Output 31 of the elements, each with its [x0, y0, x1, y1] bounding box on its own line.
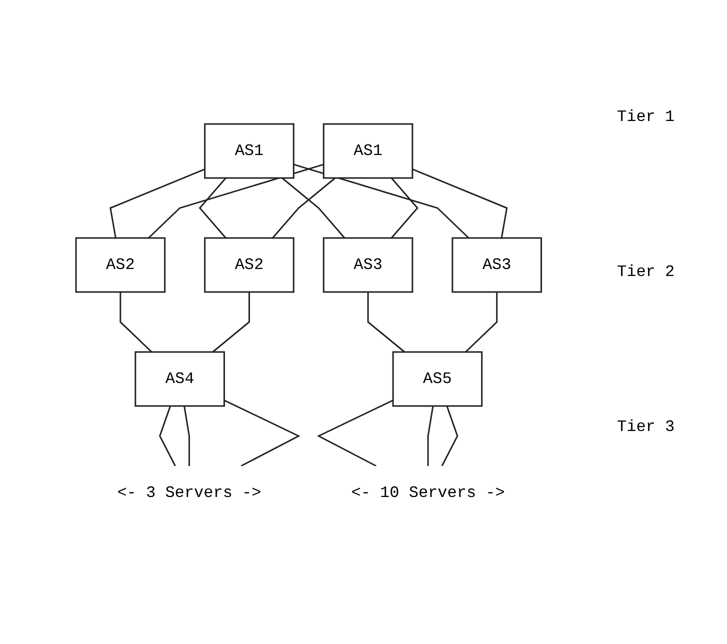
connector: [224, 400, 300, 467]
tier-label: Tier 2: [617, 262, 676, 281]
connector: [272, 177, 336, 238]
node-box: AS2: [204, 237, 294, 293]
node-text: <- 3 Servers ->: [117, 484, 262, 502]
connector: [120, 292, 152, 353]
connector: [412, 168, 508, 238]
connector: [198, 178, 226, 238]
connector: [427, 406, 434, 466]
node-box: AS2: [75, 237, 166, 293]
node-box: AS1: [204, 123, 294, 179]
connector: [441, 406, 458, 466]
connector: [183, 406, 190, 466]
connector: [282, 177, 346, 238]
connector: [158, 406, 176, 466]
connector: [367, 292, 405, 353]
connector: [316, 400, 394, 467]
connector: [293, 164, 470, 239]
node-box: AS5: [392, 351, 482, 407]
connector: [390, 178, 418, 238]
node-box: AS4: [134, 351, 225, 407]
node-box: AS3: [452, 237, 542, 293]
connector: [109, 168, 205, 238]
tier-label: Tier 3: [617, 418, 676, 436]
connector: [212, 292, 250, 353]
node-text: <- 10 Servers ->: [351, 484, 505, 502]
node-box: AS3: [322, 237, 414, 293]
node-box: AS1: [322, 123, 414, 179]
tier-label: Tier 1: [617, 108, 676, 126]
connector: [464, 292, 498, 353]
connector: [148, 164, 324, 239]
